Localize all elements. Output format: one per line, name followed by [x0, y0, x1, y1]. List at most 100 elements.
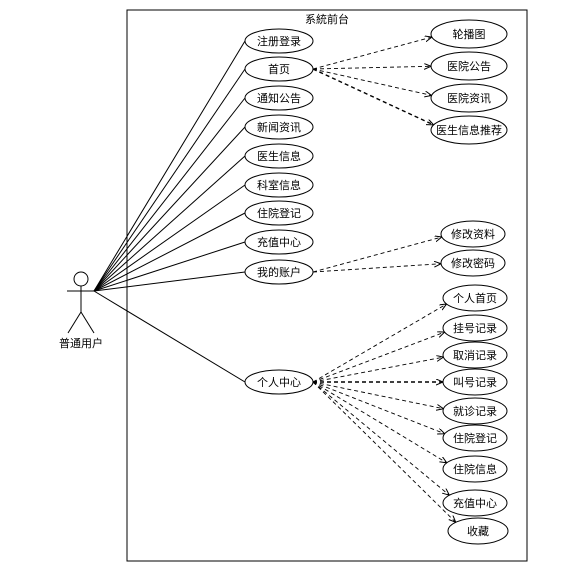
use-case-ellipse	[244, 143, 314, 169]
association-line	[93, 184, 246, 292]
use-case-label: 个人中心	[257, 376, 301, 389]
use-case-label: 挂号记录	[453, 321, 497, 335]
dependency-line	[312, 381, 444, 409]
use-case-label: 医生信息	[257, 149, 301, 163]
use-case-edit-password: 修改密码	[440, 249, 506, 277]
dependency-line	[312, 381, 456, 522]
dependency-line	[312, 304, 447, 383]
use-case-label: 就诊记录	[453, 404, 497, 418]
association-line	[93, 155, 246, 292]
use-case-label: 首页	[268, 62, 290, 76]
actor-head	[73, 271, 89, 287]
use-case-notice: 通知公告	[244, 85, 314, 111]
association-line	[93, 68, 246, 292]
use-case-ellipse	[442, 368, 508, 396]
dependency-line	[312, 37, 432, 70]
use-case-home: 首页	[244, 56, 314, 82]
use-case-hospital-news: 医院资讯	[430, 83, 508, 113]
use-case-label: 注册登录	[257, 34, 301, 48]
use-case-hosp-info: 住院信息	[442, 455, 508, 483]
use-case-edit-profile: 修改资料	[440, 220, 506, 248]
use-case-label: 充值中心	[257, 235, 301, 249]
use-case-ellipse	[442, 314, 508, 342]
use-case-ellipse	[440, 249, 506, 277]
use-case-ellipse	[442, 489, 508, 517]
use-case-label: 叫号记录	[453, 376, 497, 389]
dependency-line	[312, 264, 441, 273]
use-case-hosp-reg-2: 住院登记	[442, 424, 508, 452]
use-case-account: 我的账户	[244, 259, 314, 285]
association-line	[93, 241, 246, 292]
use-case-ellipse	[244, 229, 314, 255]
use-case-ellipse	[430, 115, 508, 145]
use-case-hospital-notice: 医院公告	[430, 51, 508, 81]
use-case-recharge-2: 充值中心	[442, 489, 508, 517]
use-case-label: 轮播图	[453, 27, 486, 41]
use-case-ellipse	[440, 220, 506, 248]
association-line	[93, 290, 246, 383]
association-line	[93, 97, 246, 292]
use-case-ellipse	[442, 341, 508, 369]
use-case-label: 我的账户	[257, 265, 301, 279]
use-case-label: 新闻资讯	[257, 120, 301, 134]
dependency-line	[312, 332, 445, 383]
use-case-ellipse	[430, 19, 508, 49]
use-case-news: 新闻资讯	[244, 114, 314, 140]
actor-figure	[67, 271, 95, 334]
system-boundary	[126, 9, 528, 562]
use-case-ellipse	[244, 369, 314, 395]
use-case-nodes: 注册登录首页通知公告新闻资讯医生信息科室信息住院登记充值中心我的账户个人中心轮播…	[244, 19, 509, 545]
use-case-carousel: 轮播图	[430, 19, 508, 49]
dependency-line	[312, 237, 442, 273]
use-case-ellipse	[442, 424, 508, 452]
association-line	[93, 126, 246, 292]
dependency-line	[312, 68, 432, 95]
use-case-cancel-record: 取消记录	[442, 341, 508, 369]
use-case-label: 通知公告	[257, 91, 301, 105]
use-case-label: 住院信息	[453, 462, 497, 476]
use-case-ellipse	[244, 56, 314, 82]
use-case-label: 科室信息	[257, 178, 301, 192]
use-case-favorites: 收藏	[447, 517, 509, 545]
use-case-label: 住院登记	[453, 431, 497, 445]
use-case-label: 修改密码	[451, 256, 495, 270]
use-case-label: 医院资讯	[447, 91, 491, 105]
dependency-line	[312, 357, 443, 383]
use-case-visit-record: 就诊记录	[442, 397, 508, 425]
use-case-reg-record: 挂号记录	[442, 314, 508, 342]
dependency-line	[312, 68, 434, 126]
use-case-ellipse	[244, 114, 314, 140]
use-case-register: 注册登录	[244, 28, 314, 54]
use-case-recharge: 充值中心	[244, 229, 314, 255]
dependency-line	[312, 381, 449, 495]
dependency-line	[312, 381, 447, 463]
use-case-doctor: 医生信息	[244, 143, 314, 169]
actor-right-leg	[80, 311, 95, 334]
association-line	[93, 40, 246, 292]
use-case-label: 充值中心	[453, 496, 497, 510]
use-case-doctor-recommend: 医生信息推荐	[430, 115, 508, 145]
dependency-line	[312, 381, 445, 434]
use-case-label: 收藏	[467, 524, 489, 538]
use-case-label: 医生信息推荐	[436, 123, 502, 137]
association-line	[93, 271, 246, 292]
use-case-ellipse	[430, 83, 508, 113]
association-line	[93, 212, 246, 292]
actor-left-leg	[67, 311, 82, 334]
use-case-ellipse	[442, 397, 508, 425]
system-title: 系統前台	[305, 12, 349, 26]
dependency-line	[312, 66, 431, 69]
association-lines	[93, 40, 246, 383]
use-case-dept: 科室信息	[244, 172, 314, 198]
use-case-ellipse	[244, 200, 314, 226]
use-case-label: 住院登记	[257, 206, 301, 220]
use-case-ellipse	[244, 172, 314, 198]
dependency-lines	[312, 37, 456, 522]
use-case-ellipse	[244, 28, 314, 54]
use-case-personal: 个人中心	[244, 369, 314, 395]
use-case-hosp-reg: 住院登记	[244, 200, 314, 226]
use-case-ellipse	[244, 85, 314, 111]
use-case-label: 医院公告	[447, 59, 491, 73]
use-case-ellipse	[430, 51, 508, 81]
use-case-ellipse	[244, 259, 314, 285]
